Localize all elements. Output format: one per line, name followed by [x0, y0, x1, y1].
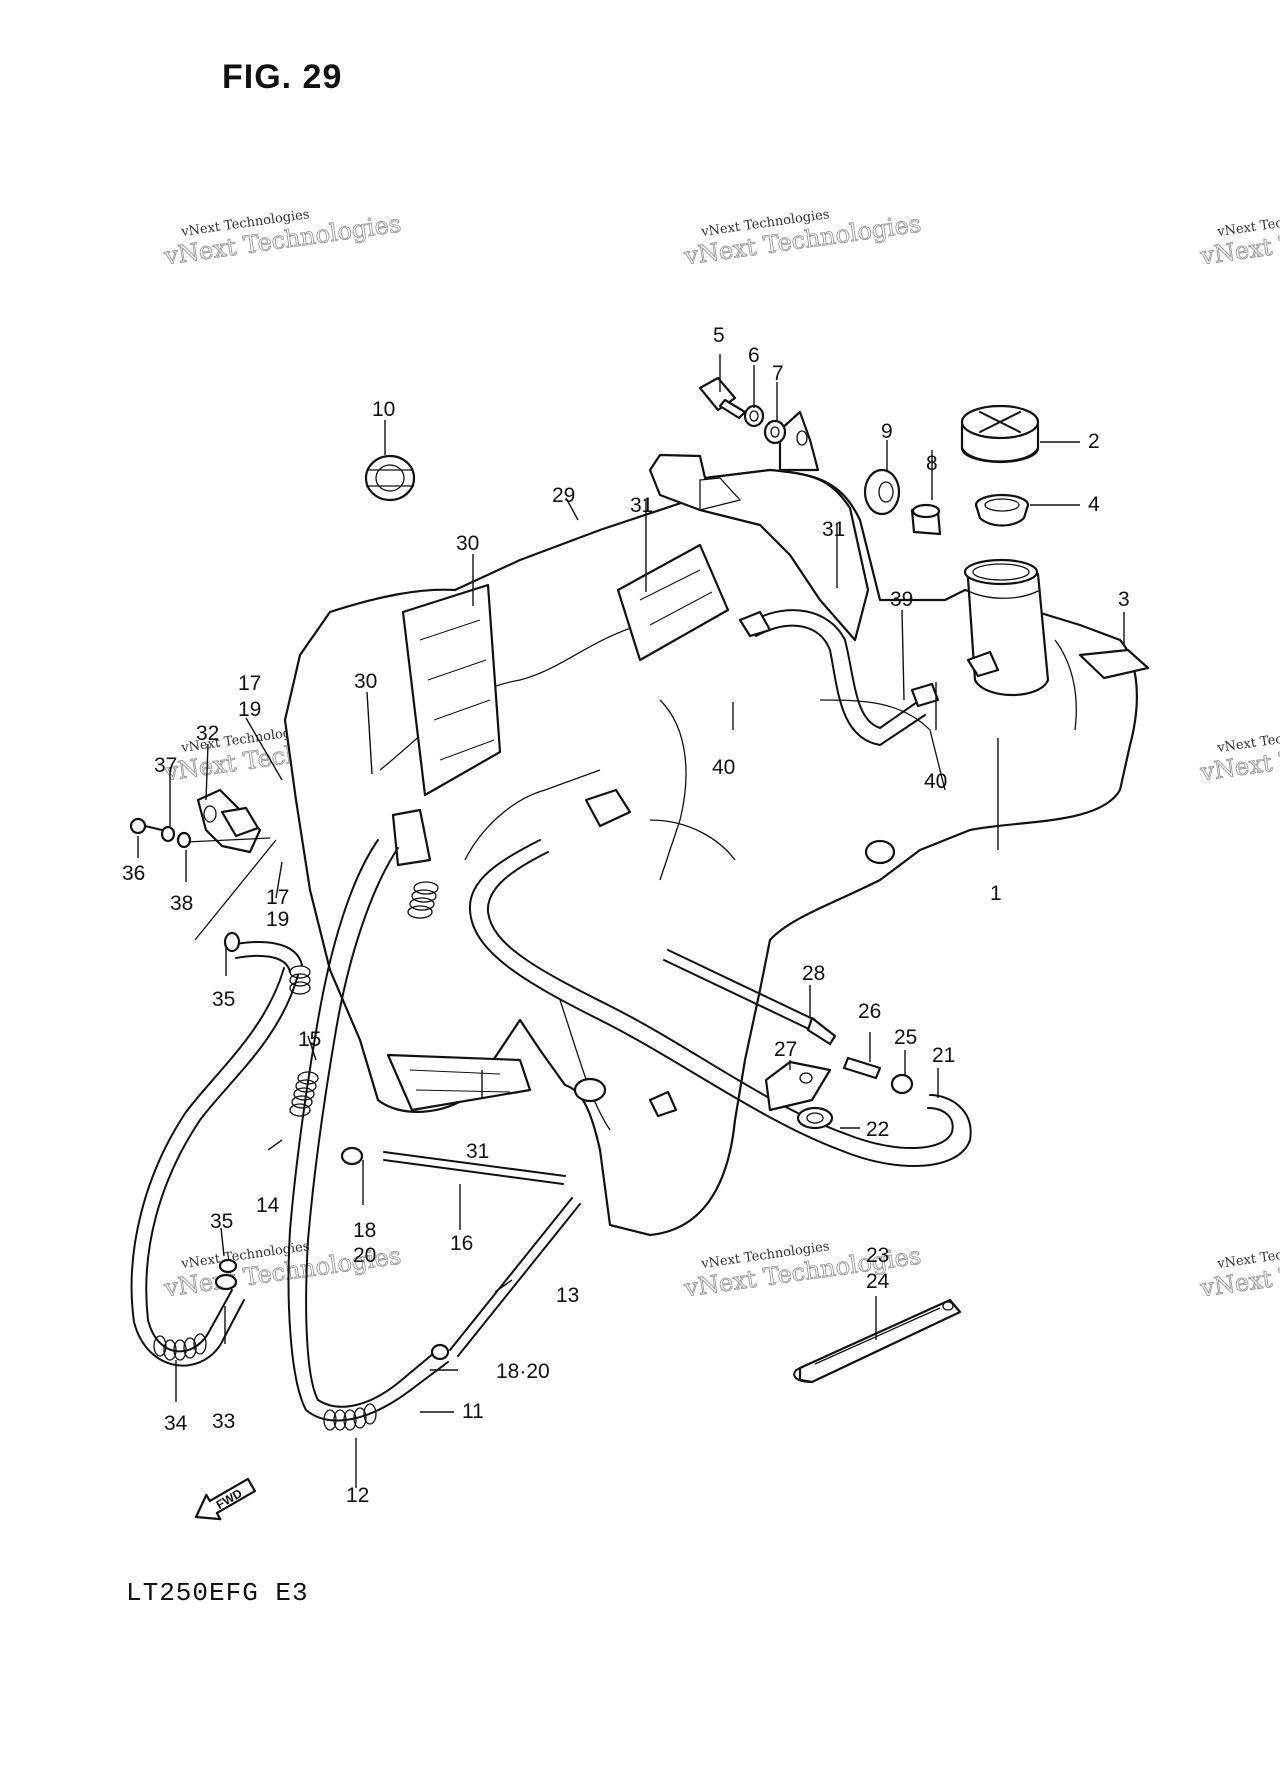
callout-35b: 35	[210, 1210, 233, 1233]
bushing-8	[910, 503, 942, 536]
rear-heat-shield	[648, 410, 870, 642]
callout-3: 3	[1118, 588, 1130, 611]
clip-3	[1078, 648, 1150, 680]
callout-12: 12	[346, 1484, 369, 1507]
callout-8: 8	[926, 452, 938, 475]
watermark: vNext Technologies vNext Technologies	[681, 207, 923, 271]
fwd-arrow-icon: FWD	[194, 1477, 257, 1521]
callout-23: 23	[866, 1244, 889, 1267]
callout-26: 26	[858, 1000, 881, 1023]
callout-31a: 31	[630, 494, 653, 517]
callout-10: 10	[372, 398, 395, 421]
leader-lines	[137, 354, 1125, 1488]
callout-18: 18	[353, 1219, 376, 1242]
watermark: vNext Technologies vNext Technologies	[161, 207, 403, 271]
callout-5: 5	[713, 324, 725, 347]
callout-13: 13	[556, 1284, 579, 1307]
callout-28: 28	[802, 962, 825, 985]
nut-6	[743, 404, 765, 428]
grommet-10	[364, 454, 416, 502]
reference-line	[194, 839, 277, 941]
callout-38: 38	[170, 892, 193, 915]
watermark: vNext Technologies vNext Technologies	[1197, 723, 1280, 787]
washer-38	[176, 831, 192, 849]
figure-title: FIG. 29	[222, 58, 343, 96]
callout-37: 37	[154, 754, 177, 777]
bolt-5	[698, 376, 747, 420]
callout-6: 6	[748, 344, 760, 367]
watermark: vNext Technologies vNext Technologies	[1197, 207, 1280, 271]
callout-40b: 40	[924, 770, 947, 793]
callout-20: 20	[353, 1244, 376, 1267]
cushion-9	[863, 468, 901, 516]
callout-30b: 30	[354, 670, 377, 693]
callout-31b: 31	[822, 518, 845, 541]
callout-31c: 31	[466, 1140, 489, 1163]
watermark: vNext Technologies vNext Technologies	[1197, 1239, 1280, 1303]
callout-18-20: 18·20	[496, 1360, 550, 1383]
callout-40a: 40	[712, 756, 735, 779]
hose-group	[130, 609, 972, 1422]
washer-37	[160, 825, 176, 843]
fuel-cap-2	[960, 404, 1040, 464]
callout-39: 39	[890, 588, 913, 611]
callout-29: 29	[552, 484, 575, 507]
callout-2: 2	[1088, 430, 1100, 453]
callout-35a: 35	[212, 988, 235, 1011]
callout-27: 27	[774, 1038, 797, 1061]
tank-fittings	[584, 610, 1000, 1118]
callout-4: 4	[1088, 493, 1100, 516]
screw-36	[129, 817, 163, 835]
callout-15: 15	[298, 1028, 321, 1051]
callout-25: 25	[894, 1026, 917, 1049]
callout-17b: 17	[266, 886, 289, 909]
cap-gasket-4	[974, 493, 1030, 527]
fuel-cock-32	[185, 788, 271, 854]
callout-17a: 17	[238, 672, 261, 695]
hose-clamps	[153, 881, 450, 1431]
insulator-sheets	[386, 543, 730, 1112]
callout-21: 21	[932, 1044, 955, 1067]
model-code: LT250EFG E3	[126, 1578, 309, 1608]
callout-24: 24	[866, 1270, 890, 1293]
callout-34: 34	[164, 1412, 188, 1435]
callout-7: 7	[772, 362, 784, 385]
callout-9: 9	[881, 420, 893, 443]
callout-30a: 30	[456, 532, 479, 555]
washer-7	[763, 419, 787, 445]
callout-22: 22	[866, 1118, 889, 1141]
callout-1: 1	[990, 882, 1002, 905]
callout-36: 36	[122, 862, 145, 885]
callout-11: 11	[462, 1400, 484, 1423]
callout-14: 14	[256, 1194, 280, 1217]
callout-33: 33	[212, 1410, 235, 1433]
callout-16: 16	[450, 1232, 473, 1255]
callout-19b: 19	[266, 908, 289, 931]
callout-19a: 19	[238, 698, 261, 721]
callout-32: 32	[196, 722, 219, 745]
callout-labels: 1 2 3 4 5 6 7 8 9 10 11 12 13 14 15 16 1…	[122, 324, 1130, 1507]
